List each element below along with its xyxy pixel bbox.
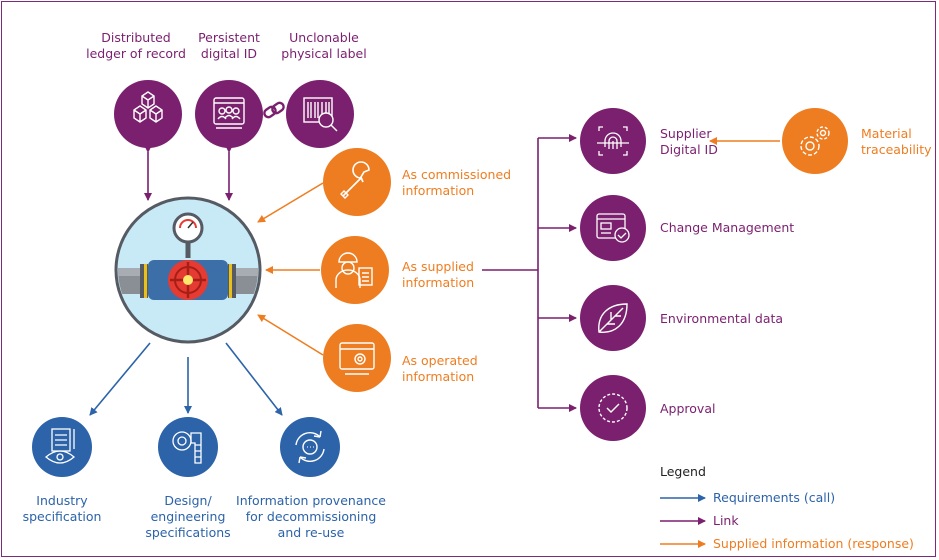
design-spec-label: Design/ engineering specifications (138, 493, 238, 541)
supplied-label-line1: As supplied (402, 259, 474, 274)
commissioned-label-line2: information (402, 183, 475, 198)
link-tree (482, 134, 577, 412)
barcode-icon (286, 80, 354, 148)
ledger-label-line1: Distributed (101, 30, 171, 45)
physical-label-line1: Unclonable (289, 30, 359, 45)
gears-icon (782, 108, 848, 174)
legend-supplied-label: Supplied information (response) (713, 536, 914, 551)
industry-spec-line1: Industry (36, 493, 88, 508)
caliper-icon (158, 417, 218, 477)
digital-id-label: Persistent digital ID (188, 30, 270, 62)
ledger-label: Distributed ledger of record (76, 30, 196, 62)
eye-checklist-icon (32, 417, 92, 477)
supplier-id-label-line2: Digital ID (660, 142, 718, 157)
provenance-line3: and re-use (277, 525, 345, 540)
leaf-icon (580, 285, 646, 351)
operated-label: As operated information (402, 353, 478, 385)
chain-link-icon (263, 101, 285, 119)
commissioned-label-line1: As commissioned (402, 167, 512, 182)
material-traceability-label: Material traceability (861, 126, 932, 158)
industry-spec-label: Industry specification (12, 493, 112, 525)
supplied-label: As supplied information (402, 259, 474, 291)
ledger-label-line2: ledger of record (86, 46, 186, 61)
provenance-line2: for decommissioning (245, 509, 377, 524)
supplied-label-line2: information (402, 275, 475, 290)
recycle-icon (280, 417, 340, 477)
operated-label-line1: As operated (402, 353, 478, 368)
design-spec-line1: Design/ (164, 493, 212, 508)
digital-id-label-line2: digital ID (200, 46, 258, 61)
approval-check-icon (580, 375, 646, 441)
document-check-icon (580, 195, 646, 261)
requirement-arrow-provenance (225, 342, 283, 416)
material-label-line1: Material (861, 126, 912, 141)
digital-id-icon (195, 80, 263, 148)
design-spec-line2: engineering (150, 509, 226, 524)
provenance-line1: Information provenance (236, 493, 386, 508)
worker-icon (321, 236, 389, 304)
legend-title: Legend (660, 464, 706, 479)
wrench-icon (323, 148, 391, 216)
legend-requirements-label: Requirements (call) (713, 490, 836, 505)
industry-spec-line2: specification (22, 509, 102, 524)
supplier-id-label: Supplier Digital ID (660, 126, 718, 158)
pipe-valve-illustration (114, 196, 262, 344)
design-spec-line3: specifications (145, 525, 231, 540)
blocks-icon (114, 80, 182, 148)
legend-link-label: Link (713, 513, 739, 528)
provenance-label: Information provenance for decommissioni… (236, 493, 386, 541)
fingerprint-icon (580, 108, 646, 174)
physical-label-line2: physical label (281, 46, 367, 61)
operated-label-line2: information (402, 369, 475, 384)
approval-label: Approval (660, 401, 716, 416)
material-label-line2: traceability (861, 142, 932, 157)
supply-arrow-commissioned (257, 182, 324, 223)
environmental-data-label: Environmental data (660, 311, 784, 326)
commissioned-label: As commissioned information (402, 167, 511, 199)
digital-id-label-line1: Persistent (198, 30, 260, 45)
change-management-label: Change Management (660, 220, 795, 235)
settings-window-icon (323, 324, 391, 392)
physical-label-label: Unclonable physical label (272, 30, 376, 62)
supply-arrow-operated (257, 314, 324, 356)
supplier-id-label-line1: Supplier (660, 126, 712, 141)
requirement-arrow-industry (89, 342, 151, 416)
